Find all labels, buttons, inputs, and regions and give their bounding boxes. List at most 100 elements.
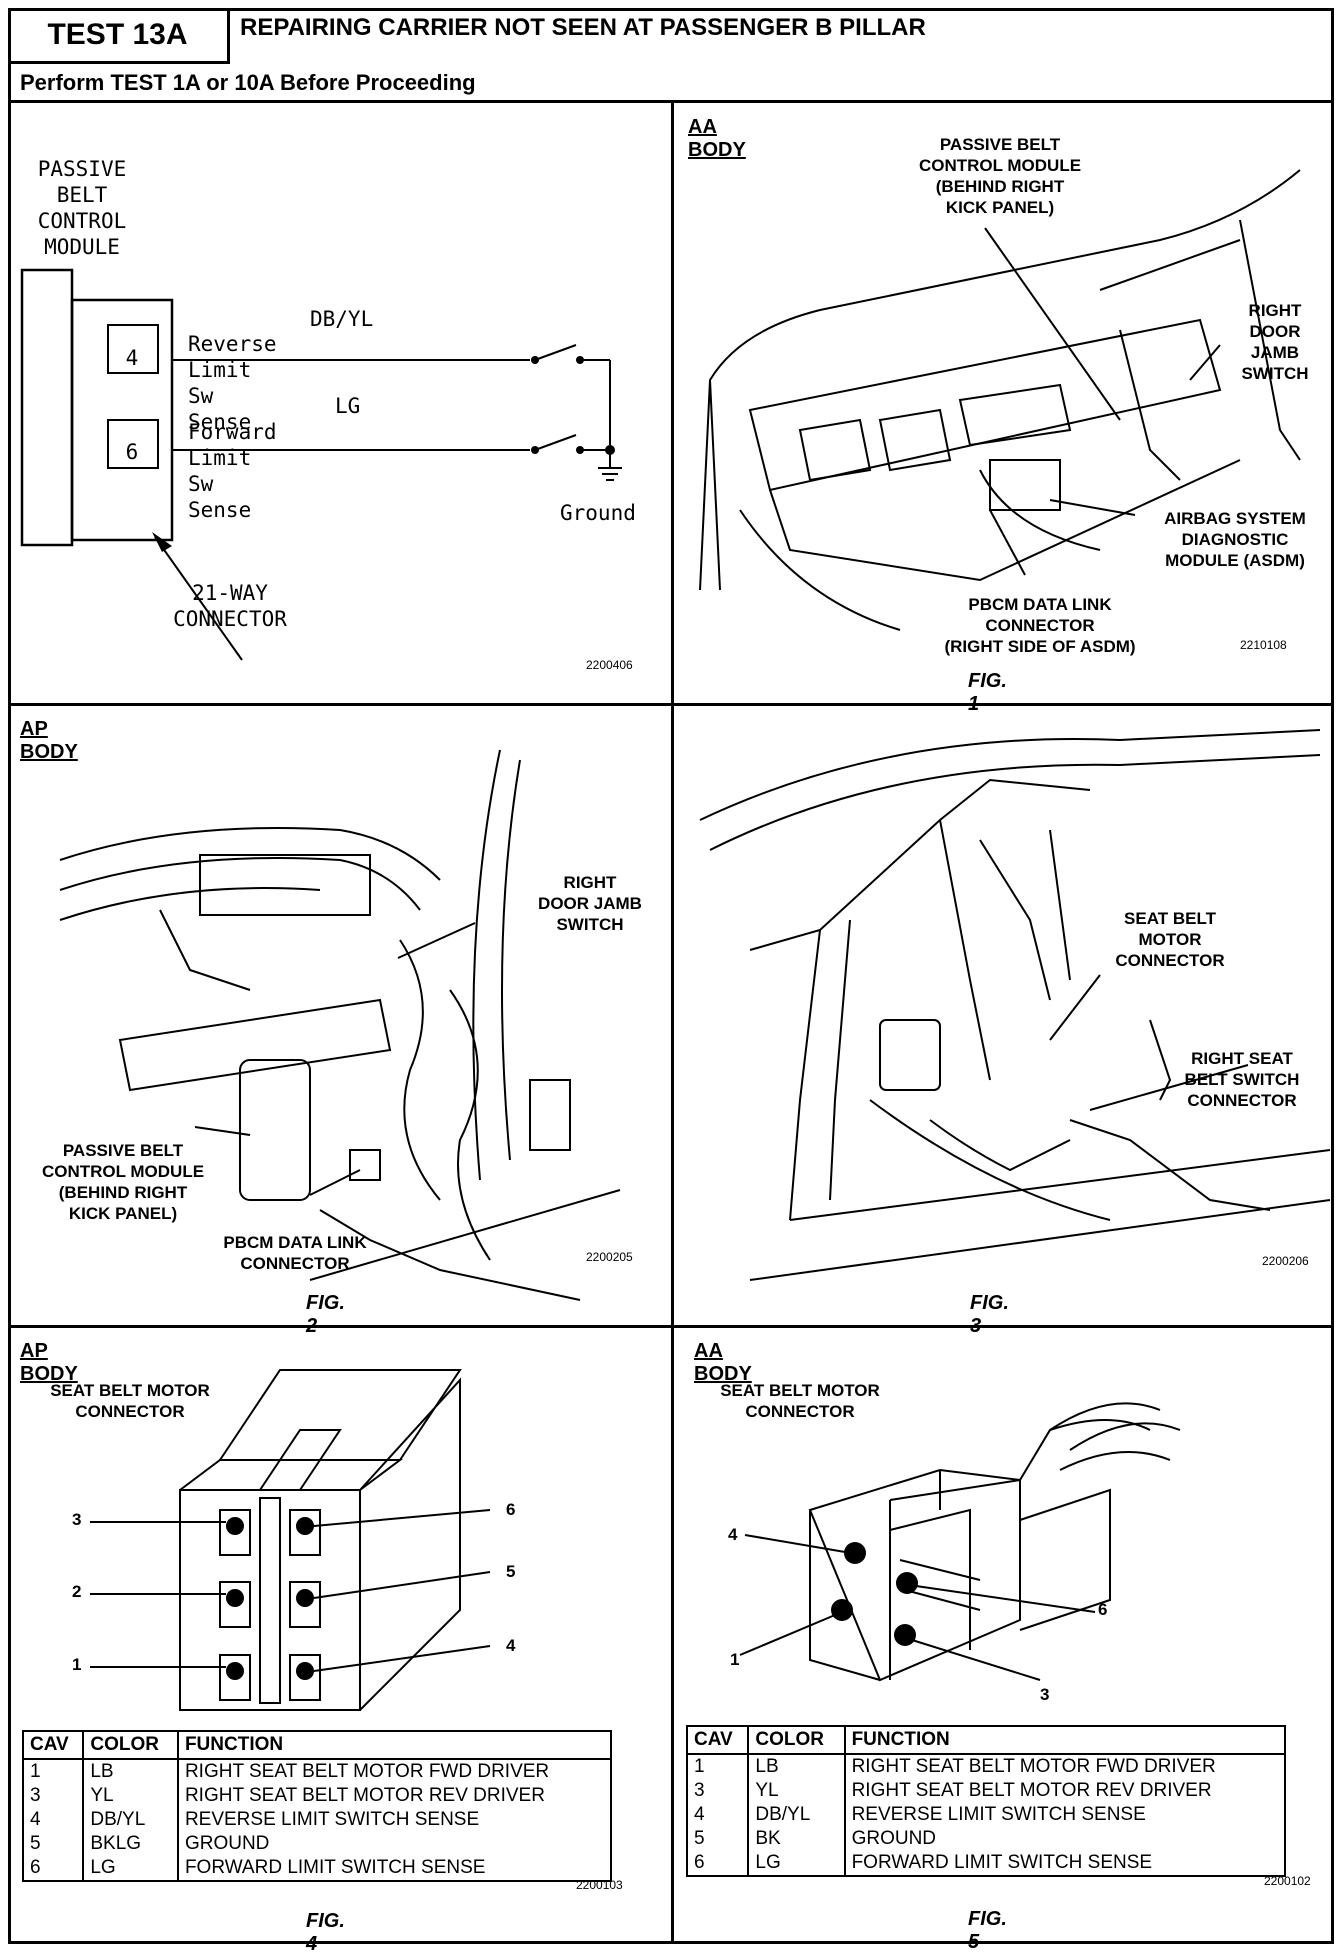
cav-cell: 4	[23, 1808, 85, 1832]
figure-code: 2200103	[576, 1878, 623, 1892]
callout-line: CONTROL MODULE	[41, 1162, 205, 1181]
cavity-label: 2	[72, 1582, 82, 1601]
callout-line: CONNECTOR	[240, 1254, 350, 1273]
column-header: FUNCTION	[844, 1726, 1285, 1755]
ap-connector-illustration	[90, 1369, 491, 1711]
column-header: CAV	[23, 1731, 85, 1760]
function-cell: RIGHT SEAT BELT MOTOR FWD DRIVER	[184, 1761, 550, 1782]
callout-line: CONNECTOR	[1115, 951, 1225, 970]
pin-6-label: 6	[125, 440, 139, 464]
fig4-title: SEAT BELT MOTOR CONNECTOR	[20, 1380, 240, 1422]
cav-cell: 1	[23, 1759, 85, 1784]
cavity-label: 6	[506, 1500, 516, 1519]
fig3-caption: FIG. 3	[970, 1292, 1009, 1337]
wire1-name: Reverse Limit Sw Sense	[188, 332, 277, 434]
schematic-diagram	[20, 268, 622, 661]
column-header: FUNCTION	[177, 1731, 611, 1760]
divider-center	[671, 101, 674, 1944]
color-cell: DB/YL	[83, 1808, 179, 1832]
callout-line: PASSIVE BELT	[62, 1141, 184, 1160]
column-header: COLOR	[748, 1726, 846, 1755]
callout-line: JAMB	[1250, 343, 1300, 362]
callout-line: (RIGHT SIDE OF ASDM)	[944, 637, 1136, 656]
cav-cell: 3	[687, 1779, 750, 1803]
cav-cell: 1	[687, 1754, 750, 1779]
function-cell: GROUND	[184, 1833, 270, 1854]
callout-line: CONTROL MODULE	[918, 156, 1082, 175]
table-header-row: CAV COLOR FUNCTION	[23, 1731, 611, 1760]
color-cell: LG	[748, 1851, 846, 1876]
title-line: SEAT BELT MOTOR	[50, 1381, 210, 1400]
cav-cell: 5	[23, 1832, 85, 1856]
color-cell: BK	[748, 1827, 846, 1851]
title-line: SEAT BELT MOTOR	[720, 1381, 880, 1400]
b-pillar-illustration	[699, 729, 1331, 1281]
cavity-label: 1	[730, 1650, 740, 1669]
color-cell: LB	[83, 1759, 179, 1784]
wire2-color: LG	[335, 394, 361, 418]
callout-line: PBCM DATA LINK	[223, 1233, 367, 1252]
callout-door-switch: RIGHT DOOR JAMB SWITCH	[1225, 300, 1325, 384]
function-cell: FORWARD LIMIT SWITCH SENSE	[184, 1857, 486, 1878]
module-label-line: BELT	[56, 183, 108, 207]
cav-cell: 3	[23, 1784, 85, 1808]
figure-code: 2200205	[586, 1250, 633, 1264]
callout-line: KICK PANEL)	[68, 1204, 178, 1223]
figure-code: 2200406	[586, 658, 633, 672]
figure-code: 2200206	[1262, 1254, 1309, 1268]
connector-label-line: CONNECTOR	[173, 607, 287, 631]
callout-door-switch: RIGHT DOOR JAMB SWITCH	[520, 872, 660, 935]
ground-label: Ground	[560, 501, 636, 525]
module-label-line: PASSIVE	[37, 157, 127, 181]
callout-line: KICK PANEL)	[945, 198, 1055, 217]
function-cell: FORWARD LIMIT SWITCH SENSE	[851, 1852, 1153, 1873]
connector-label: 21-WAY CONNECTOR	[150, 580, 310, 632]
cav-cell: 4	[687, 1803, 750, 1827]
callout-line: DOOR JAMB	[538, 894, 642, 913]
function-cell: RIGHT SEAT BELT MOTOR REV DRIVER	[184, 1785, 545, 1806]
title-line: CONNECTOR	[75, 1402, 185, 1421]
callout-line: (BEHIND RIGHT	[58, 1183, 188, 1202]
fig2-caption: FIG. 2	[306, 1292, 345, 1337]
callout-pbcm: PASSIVE BELT CONTROL MODULE (BEHIND RIGH…	[18, 1140, 228, 1224]
callout-line: MOTOR	[1138, 930, 1202, 949]
fig2-heading: AP BODY	[20, 718, 78, 763]
kick-panel-illustration	[59, 749, 621, 1301]
callout-line: RIGHT SEAT	[1191, 1049, 1293, 1068]
cav-cell: 6	[23, 1856, 85, 1881]
callout-line: SEAT BELT	[1124, 909, 1216, 928]
callout-line: PBCM DATA LINK	[968, 595, 1112, 614]
fig5-caption: FIG. 5	[968, 1908, 1007, 1953]
wire1-color: DB/YL	[310, 307, 374, 331]
callout-line: DOOR	[1249, 322, 1301, 341]
fig5-title: SEAT BELT MOTOR CONNECTOR	[690, 1380, 910, 1422]
cav-cell: 6	[687, 1851, 750, 1876]
function-cell: REVERSE LIMIT SWITCH SENSE	[851, 1804, 1146, 1825]
fig4-caption: FIG. 4	[306, 1910, 345, 1955]
column-header: COLOR	[83, 1731, 179, 1760]
figure-code: 2200102	[1264, 1874, 1311, 1888]
callout-line: DIAGNOSTIC	[1181, 530, 1289, 549]
callout-line: (BEHIND RIGHT	[935, 177, 1065, 196]
color-cell: YL	[83, 1784, 179, 1808]
column-header: CAV	[687, 1726, 750, 1755]
cavity-label: 3	[1040, 1685, 1050, 1704]
cavity-label: 4	[728, 1525, 738, 1544]
cav-cell: 5	[687, 1827, 750, 1851]
module-label-line: CONTROL	[37, 209, 127, 233]
title-line: CONNECTOR	[745, 1402, 855, 1421]
cavity-label: 5	[506, 1562, 516, 1581]
cavity-label: 6	[1098, 1600, 1108, 1619]
color-cell: YL	[748, 1779, 846, 1803]
callout-data-link: PBCM DATA LINK CONNECTOR	[200, 1232, 390, 1274]
callout-line: RIGHT	[563, 873, 617, 892]
table-header-row: CAV COLOR FUNCTION	[687, 1726, 1285, 1755]
fig1-caption: FIG. 1	[968, 670, 1007, 715]
